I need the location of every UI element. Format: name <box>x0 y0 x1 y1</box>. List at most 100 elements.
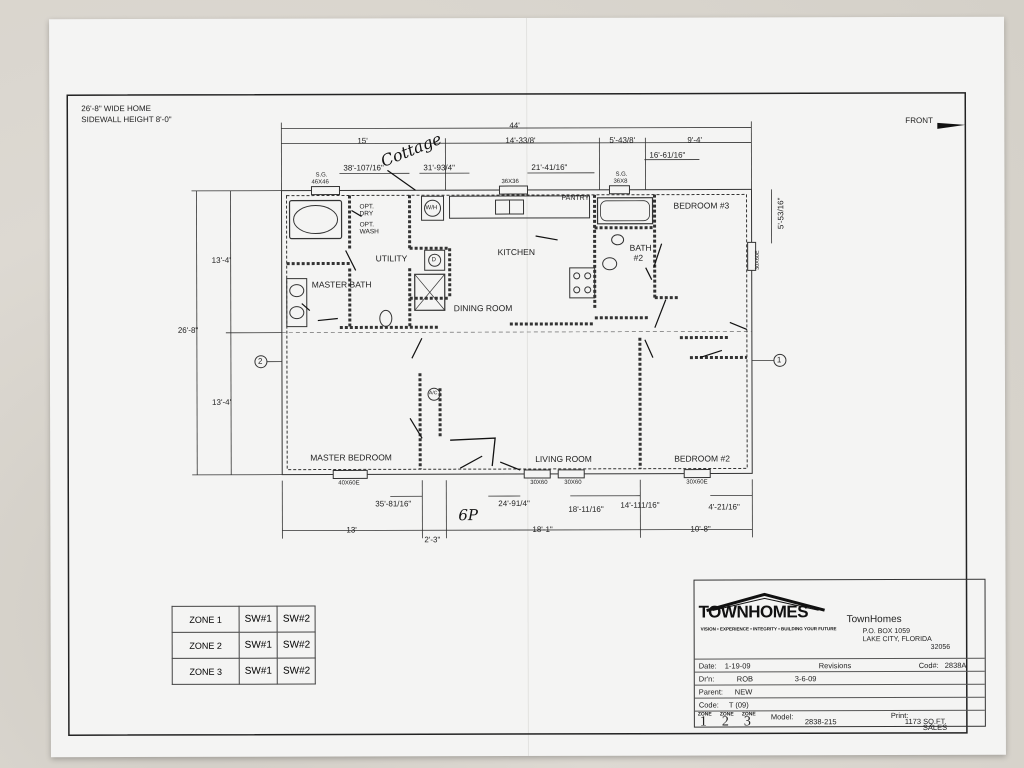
room-bedroom3: BEDROOM #3 <box>673 200 730 211</box>
room-kitchen: KITCHEN <box>497 246 535 258</box>
master-shower <box>414 273 446 311</box>
water-heater-box <box>420 195 445 221</box>
room-utility: UTILITY <box>375 253 408 264</box>
zone-sw2: SW#2 <box>277 658 316 685</box>
date-label: Date: <box>698 661 717 671</box>
window-size-living-b: 30X60 <box>564 479 582 486</box>
dim-left-13-4-top: 13'-4' <box>211 255 231 265</box>
window-label-sg1: S.G. <box>315 172 328 179</box>
dim-left-26-8: 26'-8" <box>177 325 199 335</box>
marker-1: 1 <box>776 355 782 365</box>
window-size-living-a: 30X60 <box>530 479 548 486</box>
master-sink-2 <box>289 306 305 320</box>
window-size-sg1: 46X46 <box>311 179 329 186</box>
zone-number-1: 1 <box>699 714 707 730</box>
ac-unit <box>427 387 441 401</box>
dim-21: 21'-41/16" <box>531 162 568 172</box>
door-swings <box>301 169 748 471</box>
dim-35: 35'-81/16" <box>375 499 412 509</box>
zone-sw1: SW#1 <box>239 658 278 685</box>
dim-38: 38'-107/16" <box>343 163 384 173</box>
company-zip: 32056 <box>930 643 951 651</box>
zone-row: ZONE 1 SW#1 SW#2 <box>172 606 316 633</box>
cod-label: Cod#: <box>918 660 939 670</box>
room-pantry: PANTRY <box>561 194 590 202</box>
top-dimension-lines <box>280 121 752 191</box>
master-tub-basin <box>293 205 339 235</box>
zone-label: ZONE 1 <box>172 606 240 633</box>
dim-14-3: 14'-33/8' <box>505 135 536 146</box>
parent-label: Parent: <box>698 687 723 697</box>
marker-2: 2 <box>257 356 263 366</box>
room-bedroom2: BEDROOM #2 <box>674 453 730 464</box>
dim-4: 4'-21/16" <box>708 502 740 512</box>
dim-bottom-2-3: 2'-3" <box>424 535 441 545</box>
handwritten-wall-mark <box>450 437 496 467</box>
window-size-master-bedroom: 40X60E <box>338 480 360 487</box>
zone-label: ZONE 3 <box>172 658 240 685</box>
zone-sw1: SW#1 <box>239 606 278 633</box>
drawn-label: Dr'n: <box>698 674 715 684</box>
dim-15: 15' <box>357 136 368 146</box>
zone-table: ZONE 1 SW#1 SW#2 ZONE 2 SW#1 SW#2 ZONE 3… <box>172 606 317 685</box>
code-label: Code: <box>698 700 719 710</box>
zone-row: ZONE 3 SW#1 SW#2 <box>172 658 316 685</box>
room-master-bedroom: MASTER BEDROOM <box>310 452 392 463</box>
room-dining: DINING ROOM <box>453 303 513 314</box>
exterior-walls <box>280 188 753 476</box>
zone-sw2: SW#2 <box>277 606 316 633</box>
dim-bottom-18-1: 18'-1" <box>532 524 553 534</box>
title-block: TOWNHOMES VISION • EXPERIENCE • INTEGRIT… <box>693 578 986 732</box>
room-bath2-number: #2 <box>633 252 644 263</box>
marriage-line <box>281 331 752 333</box>
blueprint-sheet: 26'-8" WIDE HOME SIDEWALL HEIGHT 8'-0" F… <box>49 16 1006 758</box>
room-master-bath: MASTER BATH <box>311 279 372 290</box>
label-ac: A/C <box>429 390 438 397</box>
room-bath2: BATH <box>629 242 652 253</box>
master-toilet <box>379 309 393 327</box>
model-label: Model: <box>770 712 794 722</box>
window-size-side: 30X60E <box>754 250 761 270</box>
label-dryer: D <box>431 257 437 264</box>
dim-31: 31'-93/4" <box>423 163 455 173</box>
dim-16: 16'-61/16" <box>649 150 686 160</box>
label-opt-dry: OPT. DRY <box>359 203 374 217</box>
bath2-sink <box>602 257 618 271</box>
dim-total-width: 44' <box>509 121 520 131</box>
dim-bottom-13: 13' <box>346 525 357 535</box>
townhomes-logo <box>699 592 831 640</box>
company-address1: P.O. BOX 1059 <box>862 627 911 636</box>
dim-18-small: 18'-11/16" <box>568 504 604 514</box>
front-label: FRONT <box>905 115 933 126</box>
dim-24: 24'-91/4" <box>498 498 530 509</box>
handwritten-6p: 6P <box>458 506 478 525</box>
bottom-dimension-lines <box>281 479 753 539</box>
windows <box>310 185 757 480</box>
zone-number-3: 3 <box>743 714 751 730</box>
zone-label: ZONE 2 <box>172 632 240 659</box>
date-value: 1-19-09 <box>724 661 751 671</box>
zone-number-2: 2 <box>721 714 729 730</box>
window-size-sg2: 36X8 <box>613 178 628 185</box>
zone-sw2: SW#2 <box>277 632 316 659</box>
cod-value: 2838A <box>944 660 967 670</box>
header-width: 26'-8" WIDE HOME <box>81 103 152 114</box>
label-water-heater: W/H <box>425 205 438 212</box>
logo-text: TOWNHOMES <box>698 602 809 622</box>
model-value: 2838-215 <box>804 717 837 727</box>
bath2-tub <box>596 197 654 225</box>
interior-walls <box>286 194 747 470</box>
bath2-tub-basin <box>600 200 650 222</box>
master-sink-1 <box>289 284 305 298</box>
water-heater <box>424 199 442 217</box>
window-size-kitchen: 36X36 <box>501 179 519 186</box>
dim-9-4: 9'-4' <box>687 135 702 145</box>
zone-row: ZONE 2 SW#1 SW#2 <box>172 632 316 659</box>
logo-tagline: VISION • EXPERIENCE • INTEGRITY • BUILDI… <box>700 626 837 632</box>
front-arrow <box>937 122 966 129</box>
kitchen-counter <box>448 195 591 219</box>
zone-sw1: SW#1 <box>239 632 278 659</box>
revision-date: 3-6-09 <box>794 674 817 684</box>
room-living: LIVING ROOM <box>535 453 592 464</box>
revisions-label: Revisions <box>818 661 852 671</box>
